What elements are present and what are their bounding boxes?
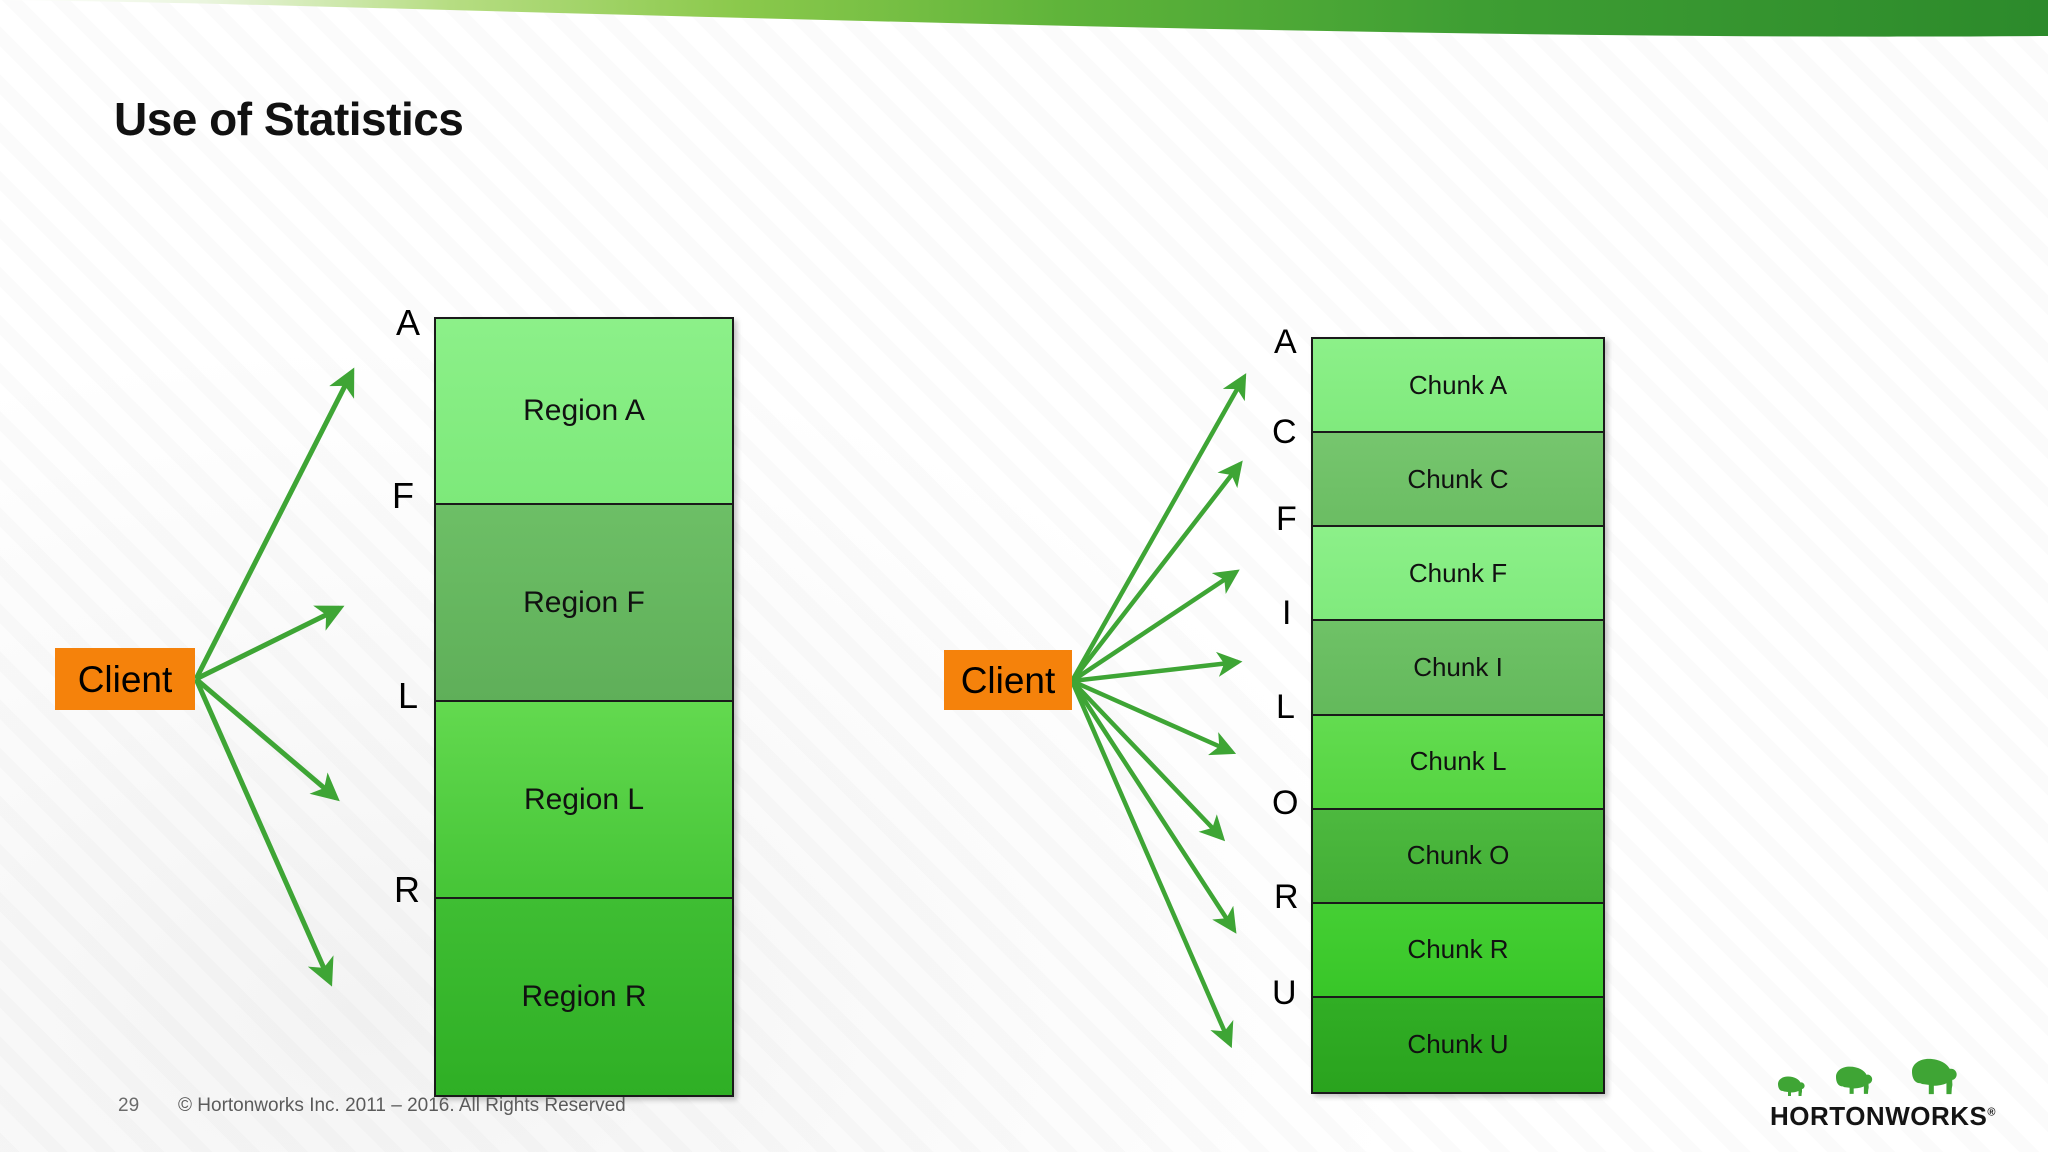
chunk-cell-l[interactable]: Chunk L [1313,715,1603,810]
right-axis-letter-a: A [1274,323,1297,361]
green-swoosh-banner [0,0,2048,56]
right-axis-letter-c: C [1272,413,1297,451]
left-axis-letter-r: R [394,869,420,910]
banner-shape [0,0,2048,37]
region-cell-f[interactable]: Region F [436,505,732,703]
region-label-f: Region F [523,585,645,619]
elephants-icon [1778,1058,1957,1096]
right-axis-letter-i: I [1282,594,1292,632]
left-arrow-4 [193,677,334,987]
chunk-cell-r[interactable]: Chunk R [1313,903,1603,998]
right-client-arrows [1069,373,1247,1049]
logo-wordmark-text: HORTONWORKS [1770,1101,1988,1131]
hortonworks-logo: HORTONWORKS® [1768,1058,1998,1132]
left-arrow-3 [194,677,340,802]
chunk-label-f: Chunk F [1408,557,1508,588]
client-box-right[interactable]: Client [944,650,1072,710]
right-arrow-2 [1070,460,1243,683]
right-arrow-7 [1070,679,1237,934]
chunk-label-o: Chunk O [1406,840,1510,871]
copyright-notice: © Hortonworks Inc. 2011 – 2016. All Righ… [178,1095,626,1116]
chunk-cell-f[interactable]: Chunk F [1313,527,1603,622]
logo-trademark: ® [1987,1106,1996,1119]
chunk-cell-c[interactable]: Chunk C [1313,433,1603,528]
chunk-cell-a[interactable]: Chunk A [1313,339,1603,434]
left-axis-letter-f: F [392,475,414,516]
logo-wordmark: HORTONWORKS® [1768,1101,1998,1132]
banner-path [0,0,2048,37]
right-axis-letter-r: R [1274,878,1299,916]
chunk-stack: Chunk A Chunk C Chunk F Chunk I Chunk L … [1311,337,1605,1094]
chunk-label-a: Chunk A [1408,369,1508,400]
region-cell-r[interactable]: Region R [436,899,732,1095]
right-arrow-4 [1071,651,1243,684]
right-arrow-8 [1069,680,1234,1049]
right-arrow-1 [1070,373,1247,683]
right-arrow-5 [1071,678,1237,756]
right-arrow-3 [1070,569,1240,683]
left-axis-letter-l: L [398,675,419,716]
chunk-label-l: Chunk L [1409,746,1507,777]
page-number: 29 [118,1095,140,1116]
chunk-cell-i[interactable]: Chunk I [1313,621,1603,716]
chunk-cell-o[interactable]: Chunk O [1313,809,1603,904]
right-axis-letter-o: O [1272,784,1299,822]
left-arrow-1 [193,367,355,681]
chunk-label-r: Chunk R [1407,934,1509,965]
left-axis-letter-a: A [396,302,421,343]
page-title: Use of Statistics [114,93,464,145]
chunk-label-i: Chunk I [1413,651,1503,682]
chunk-label-c: Chunk C [1407,463,1509,494]
region-stack: Region A Region F Region L Region R [434,317,734,1097]
client-box-left[interactable]: Client [55,648,195,710]
right-axis-letter-l: L [1276,688,1295,726]
region-cell-a[interactable]: Region A [436,319,732,506]
region-label-l: Region L [523,782,645,816]
left-arrow-2 [194,605,345,682]
region-label-a: Region A [523,394,645,428]
right-axis-letter-u: U [1272,974,1297,1012]
chunk-label-u: Chunk U [1407,1029,1509,1060]
chunk-cell-u[interactable]: Chunk U [1313,997,1603,1092]
right-axis-letter-f: F [1276,500,1297,538]
right-arrow-6 [1070,679,1226,842]
region-label-r: Region R [521,980,647,1014]
region-cell-l[interactable]: Region L [436,702,732,900]
left-client-arrows [193,367,355,987]
